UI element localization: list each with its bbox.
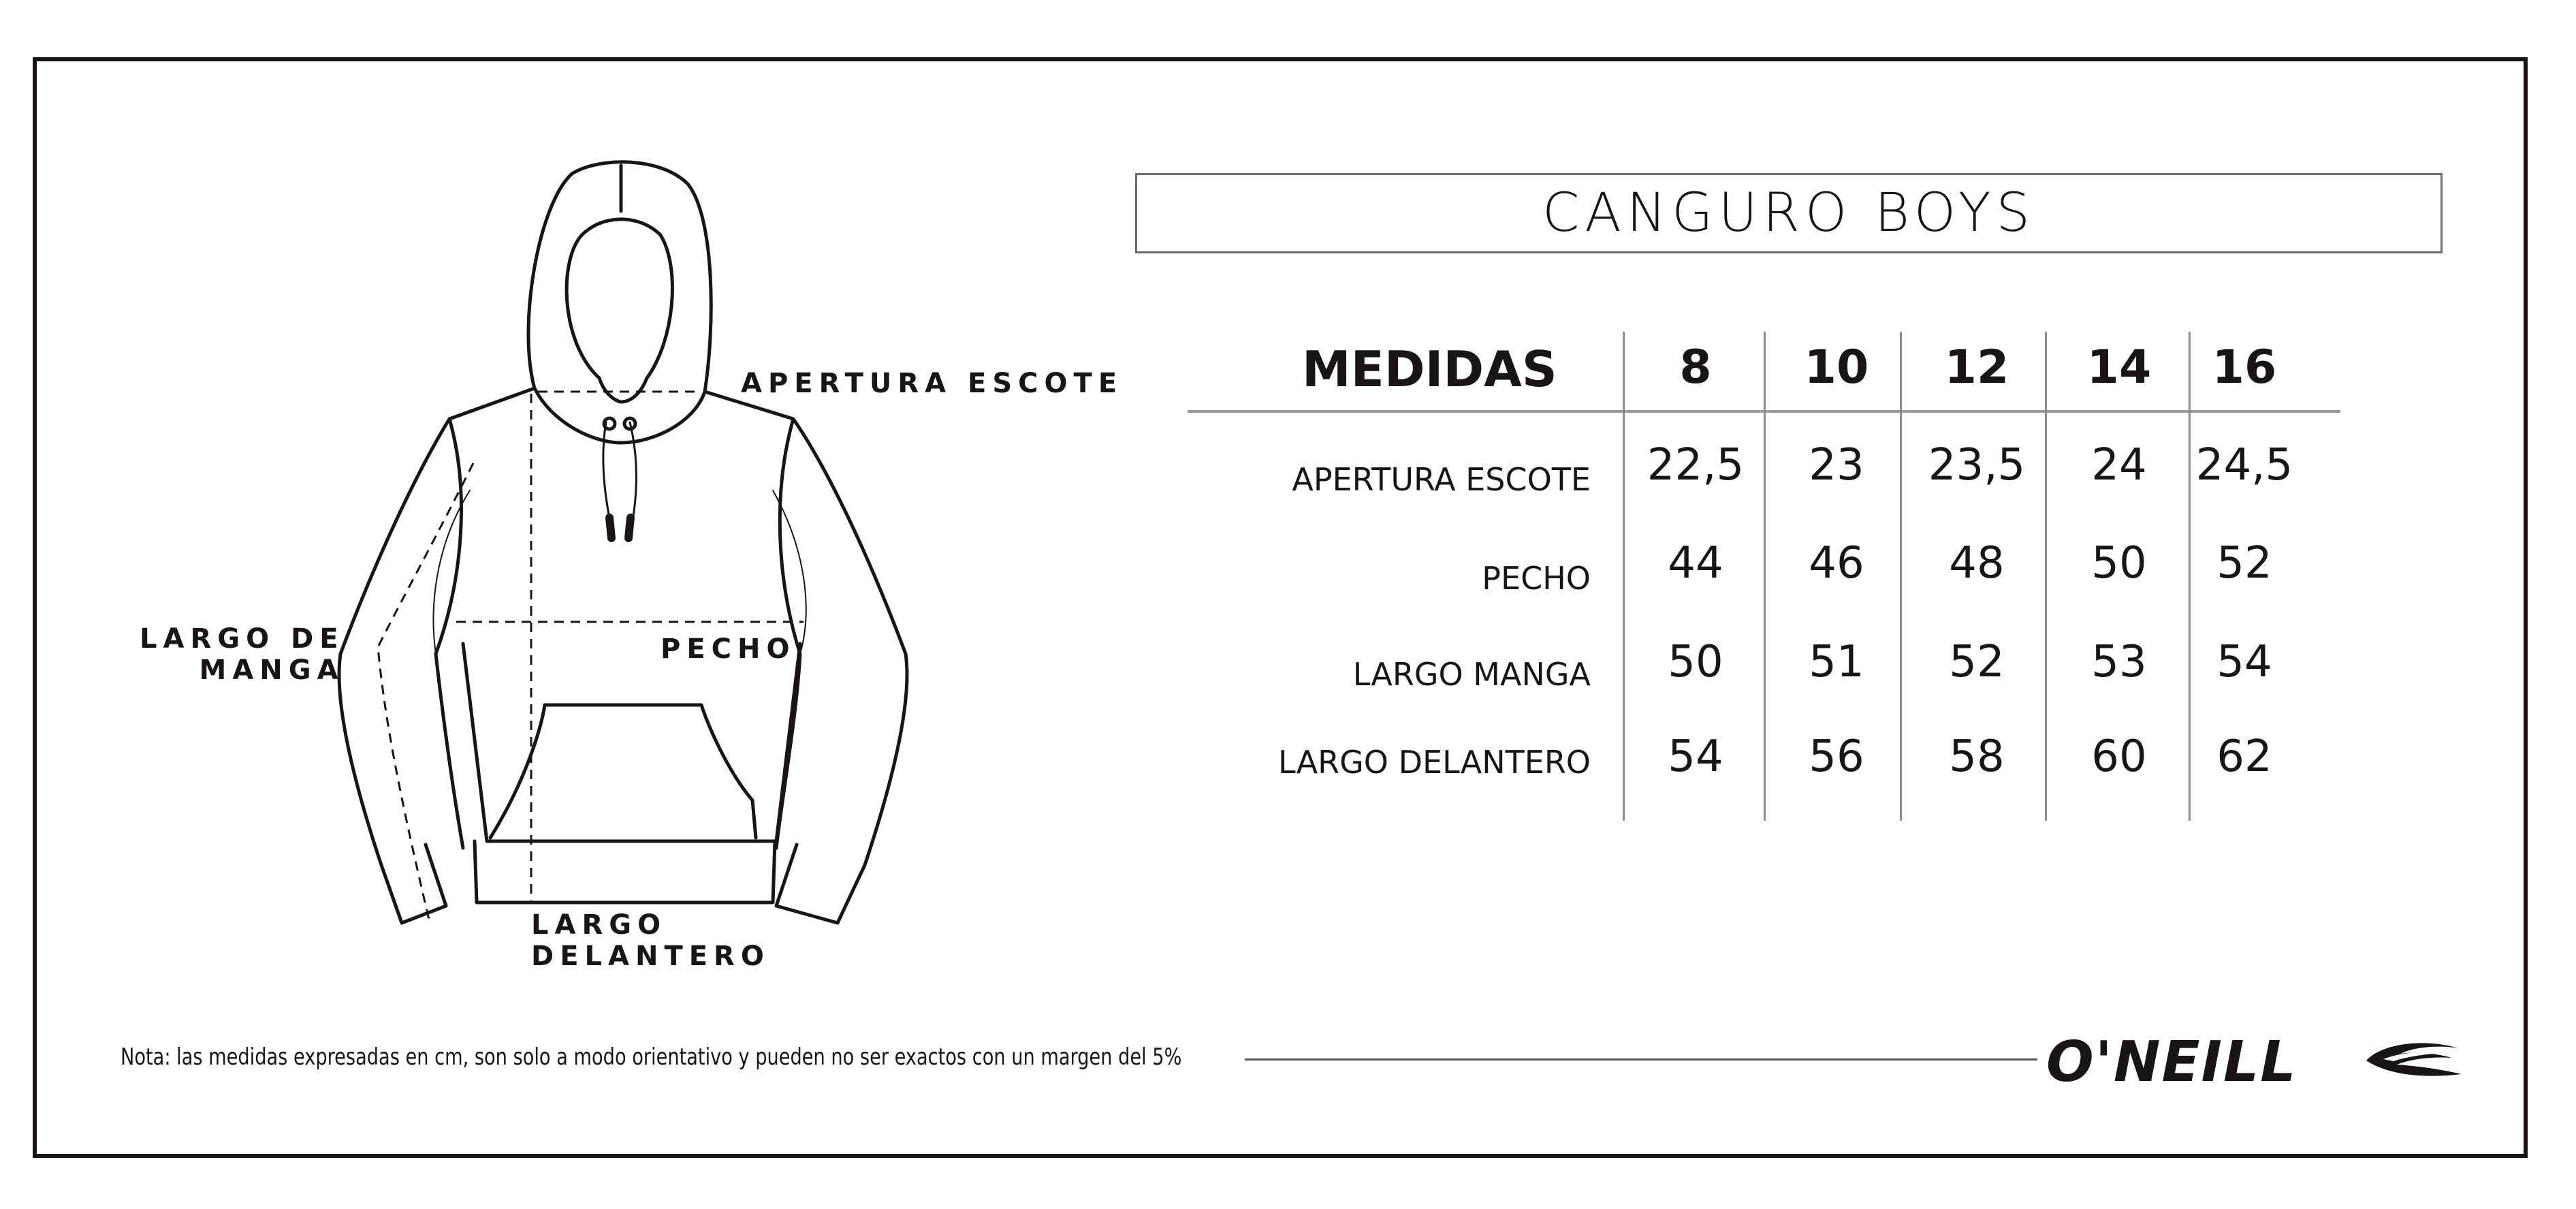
label-chest: PECHO [661, 633, 796, 665]
kangaroo-pocket [488, 703, 758, 840]
table-cell: 54 [2216, 637, 2272, 687]
table-cell: 23,5 [1928, 440, 2026, 490]
outer-frame [33, 57, 2528, 1158]
row-label: PECHO [1482, 560, 1591, 597]
body-outline [337, 386, 537, 925]
table-divider [1623, 332, 1625, 821]
table-cell: 52 [1949, 637, 2005, 687]
table-cell: 46 [1809, 538, 1864, 588]
table-cell: 24 [2091, 440, 2147, 490]
hood-opening [565, 217, 674, 380]
table-cell: 48 [1949, 538, 2005, 588]
table-cell: 53 [2091, 637, 2147, 687]
table-divider [2189, 332, 2191, 821]
table-cell: 23 [1809, 440, 1864, 490]
label-sleeve-length: LARGO DE MANGA [140, 623, 345, 686]
table-cell: 50 [2091, 538, 2147, 588]
table-cell: 60 [2091, 732, 2147, 782]
brand-logo: O'NEILL [2046, 1030, 2297, 1095]
title-box: CANGURO BOYS [1135, 173, 2443, 253]
waistband [473, 839, 777, 905]
page-title: CANGURO BOYS [1542, 183, 2036, 244]
table-cell: 52 [2216, 538, 2272, 588]
table-cell: 56 [1809, 732, 1864, 782]
row-label: LARGO DELANTERO [1278, 744, 1591, 781]
table-cell: 24,5 [2195, 440, 2293, 490]
size-header: 8 [1679, 341, 1712, 394]
table-divider [2045, 332, 2047, 821]
size-header: 12 [1944, 341, 2009, 394]
label-sleeve-line1: LARGO DE [140, 623, 345, 655]
table-cell: 50 [1668, 637, 1723, 687]
hood-outline [526, 160, 713, 394]
table-divider [1900, 332, 1902, 821]
neckline [532, 386, 707, 445]
footer-note: Nota: las medidas expresadas en cm, son … [121, 1043, 1182, 1071]
table-cell: 44 [1668, 538, 1723, 588]
label-front-line1: LARGO [531, 909, 667, 941]
label-front-line2: DELANTERO [531, 941, 770, 972]
footer-rule [1245, 1058, 2037, 1061]
table-divider [1764, 332, 1766, 821]
size-header: 16 [2212, 341, 2277, 394]
label-neck-opening: APERTURA ESCOTE [741, 368, 1124, 399]
table-cell: 54 [1668, 732, 1723, 782]
size-header: 14 [2086, 341, 2152, 394]
sleeve-measure-line [377, 462, 475, 920]
table-cell: 22,5 [1647, 440, 1745, 490]
label-front-length: LARGO DELANTERO [531, 909, 770, 972]
size-header: 10 [1804, 341, 1869, 394]
row-label: APERTURA ESCOTE [1292, 461, 1591, 498]
table-header-label: MEDIDAS [1302, 341, 1557, 398]
table-cell: 51 [1809, 637, 1864, 687]
table-cell: 58 [1949, 732, 2005, 782]
row-label: LARGO MANGA [1352, 656, 1591, 693]
table-cell: 62 [2216, 732, 2272, 782]
label-sleeve-line2: MANGA [199, 655, 345, 686]
wave-icon [2366, 1043, 2462, 1076]
